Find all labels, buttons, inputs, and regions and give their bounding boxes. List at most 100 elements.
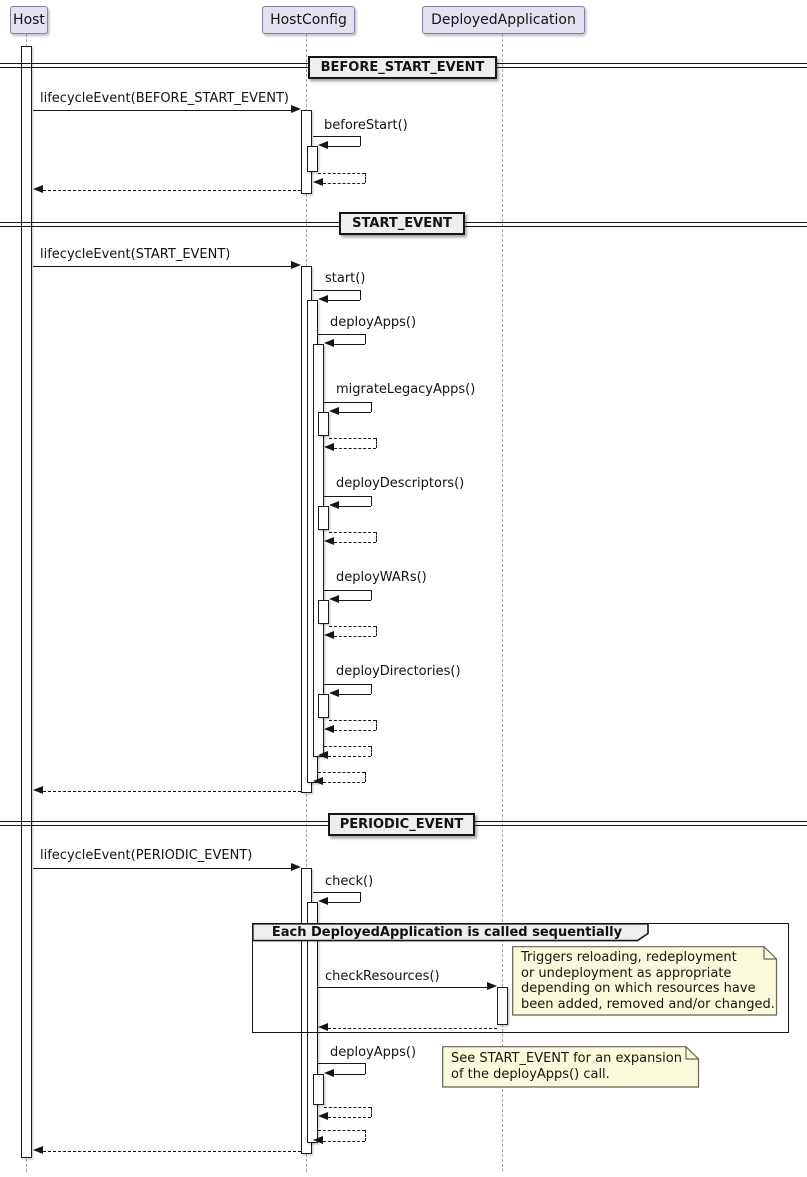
note-deployapps-line2: of the deployApps() call. — [451, 1066, 610, 1082]
participant-deployedapplication: DeployedApplication — [422, 6, 585, 34]
msg-check-line-back — [328, 902, 360, 903]
divider-before-start-event-label: BEFORE_START_EVENT — [320, 60, 485, 75]
ret-beforestart-arrowhead-icon — [313, 178, 323, 186]
msg-check-label: check() — [325, 874, 374, 889]
msg-start-label: start() — [325, 271, 366, 286]
ret-deploydirectories-line-back — [334, 730, 376, 731]
note-checkresources-line1: Triggers reloading, redeployment — [521, 950, 737, 965]
msg-lifecycle-periodic-label: lifecycleEvent(PERIODIC_EVENT) — [40, 848, 253, 863]
ret-lifecycle-start-line — [43, 791, 301, 792]
activation-deployapps-periodic — [313, 1074, 324, 1105]
ret-deployapps-arrowhead-icon — [318, 751, 328, 759]
ret-deployapps-periodic-arrowhead-icon — [318, 1112, 328, 1120]
msg-deployapps-line-back — [334, 344, 365, 345]
ret-migratelegacyapps-arrowhead-icon — [324, 443, 334, 451]
msg-deploydirectories-arrowhead-icon — [329, 689, 339, 697]
participant-hostconfig: HostConfig — [262, 6, 355, 34]
divider-start-event: START_EVENT — [339, 212, 465, 235]
msg-deploydescriptors-arrowhead-icon — [329, 501, 339, 509]
msg-deployapps-arrowhead-icon — [324, 339, 334, 347]
activation-deploywars — [318, 600, 329, 624]
ret-lifecycle-before-arrowhead-icon — [33, 185, 43, 193]
ret-start-line-out — [318, 772, 365, 773]
ret-deploydescriptors-line-out — [329, 532, 376, 533]
ret-deploywars-line-back — [334, 636, 376, 637]
msg-deploywars-line-back — [339, 600, 371, 601]
divider-start-event-label: START_EVENT — [352, 216, 452, 231]
ret-lifecycle-before-line — [43, 190, 301, 191]
ret-deploywars-line-out — [329, 626, 376, 627]
ret-beforestart-line-out — [318, 173, 365, 174]
msg-beforestart-label: beforeStart() — [324, 118, 408, 133]
msg-lifecycle-before-arrowhead-icon — [291, 105, 301, 113]
msg-lifecycle-periodic-line — [33, 868, 291, 869]
msg-lifecycle-periodic-arrowhead-icon — [291, 863, 301, 871]
msg-start-line-out — [313, 290, 360, 291]
msg-deployapps-periodic-label: deployApps() — [330, 1045, 417, 1060]
activation-check — [307, 902, 318, 1143]
msg-deploywars-line-out — [324, 590, 371, 591]
msg-migratelegacyapps-line-back — [339, 412, 371, 413]
msg-beforestart-line-out — [313, 136, 360, 137]
activation-migratelegacyapps — [318, 412, 329, 436]
msg-lifecycle-before-label: lifecycleEvent(BEFORE_START_EVENT) — [40, 91, 289, 106]
msg-start-line-back — [328, 300, 360, 301]
msg-migratelegacyapps-line-down — [371, 402, 372, 412]
activation-deployedapplication — [497, 987, 508, 1025]
lifeline-deployedapplication — [502, 34, 503, 1172]
msg-check-line-out — [313, 892, 360, 893]
divider-before-start-event: BEFORE_START_EVENT — [308, 56, 497, 79]
group-header-label: Each DeployedApplication is called seque… — [271, 925, 623, 940]
msg-deployapps-periodic-line-down — [365, 1063, 366, 1074]
msg-checkresources-label: checkResources() — [325, 969, 440, 984]
activation-host — [21, 46, 32, 1158]
msg-deploydirectories-line-back — [339, 694, 371, 695]
msg-deploywars-line-down — [371, 590, 372, 600]
ret-check-line-out — [318, 1130, 365, 1131]
divider-periodic-event: PERIODIC_EVENT — [328, 813, 475, 836]
ret-start-line-down — [365, 772, 366, 782]
msg-deploydescriptors-line-down — [371, 496, 372, 506]
msg-deployapps-line-out — [318, 334, 365, 335]
activation-deploydescriptors — [318, 506, 329, 530]
ret-lifecycle-start-arrowhead-icon — [33, 786, 43, 794]
ret-beforestart-line-back — [323, 183, 365, 184]
ret-checkresources-line — [328, 1028, 497, 1029]
msg-checkresources-arrowhead-icon — [487, 982, 497, 990]
ret-migratelegacyapps-line-down — [376, 438, 377, 448]
ret-deploydirectories-arrowhead-icon — [324, 725, 334, 733]
ret-lifecycle-periodic-line — [43, 1151, 301, 1152]
msg-migratelegacyapps-arrowhead-icon — [329, 407, 339, 415]
ret-checkresources-arrowhead-icon — [318, 1023, 328, 1031]
msg-beforestart-arrowhead-icon — [318, 141, 328, 149]
msg-deploydescriptors-line-out — [324, 496, 371, 497]
participant-host: Host — [10, 6, 48, 34]
note-checkresources-shape — [512, 946, 778, 1016]
msg-deploydirectories-line-out — [324, 684, 371, 685]
activation-beforestart — [307, 146, 318, 172]
ret-deploydescriptors-arrowhead-icon — [324, 537, 334, 545]
note-checkresources: Triggers reloading, redeployment or unde… — [521, 950, 775, 1012]
msg-check-arrowhead-icon — [318, 897, 328, 905]
ret-deploydescriptors-line-down — [376, 532, 377, 542]
participant-deployedapplication-label: DeployedApplication — [431, 12, 576, 28]
note-checkresources-line4: been added, removed and/or changed. — [521, 996, 775, 1012]
ret-deployapps-periodic-line-back — [328, 1117, 371, 1118]
ret-check-line-down — [365, 1130, 366, 1141]
ret-migratelegacyapps-line-back — [334, 448, 376, 449]
participant-host-label: Host — [13, 12, 45, 28]
msg-deployapps-periodic-arrowhead-icon — [324, 1069, 334, 1077]
msg-lifecycle-start-line — [33, 266, 291, 267]
ret-beforestart-line-down — [365, 173, 366, 183]
ret-check-arrowhead-icon — [313, 1136, 323, 1144]
msg-deployapps-periodic-line-out — [318, 1063, 365, 1064]
ret-deploydirectories-line-down — [376, 720, 377, 730]
ret-deployapps-line-down — [371, 746, 372, 756]
msg-deploywars-label: deployWARs() — [336, 570, 427, 585]
ret-deploydirectories-line-out — [329, 720, 376, 721]
group-header — [252, 923, 649, 942]
ret-deployapps-periodic-line-out — [324, 1107, 371, 1108]
msg-deployapps-line-down — [365, 334, 366, 344]
ret-lifecycle-periodic-arrowhead-icon — [33, 1146, 43, 1154]
